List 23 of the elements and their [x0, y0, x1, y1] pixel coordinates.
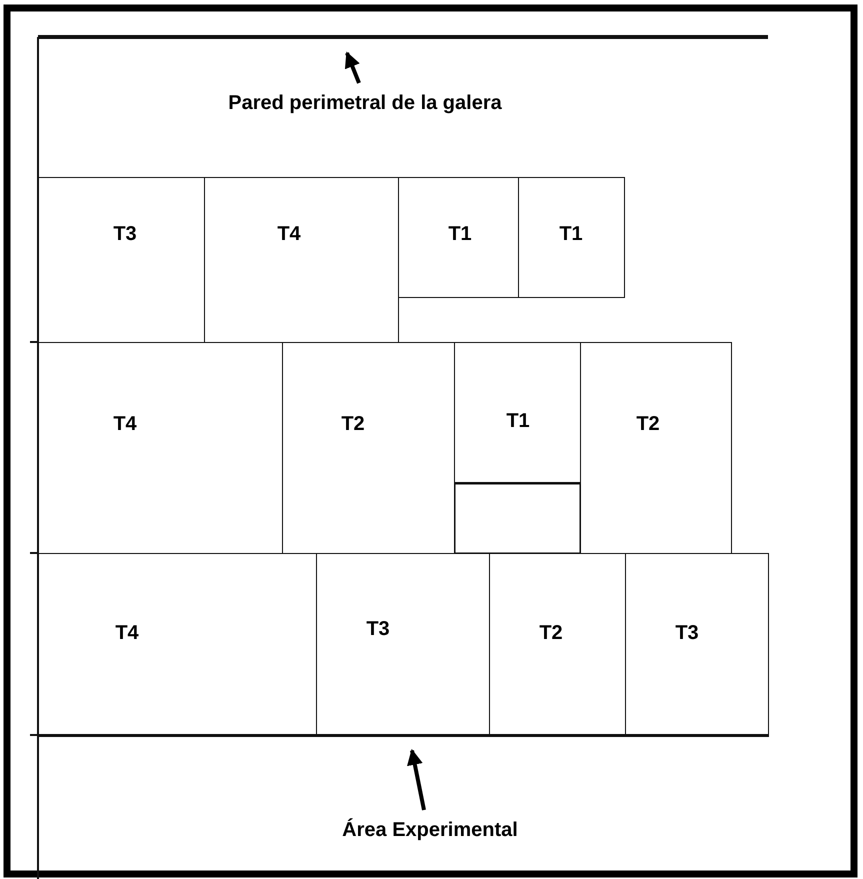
treatment-label: T2	[539, 623, 563, 643]
treatment-label: T3	[113, 224, 137, 244]
treatment-label: T2	[341, 414, 365, 434]
plot-cell	[204, 177, 399, 343]
treatment-label: T4	[113, 414, 137, 434]
treatment-label: T4	[277, 224, 301, 244]
treatment-label: T3	[675, 623, 699, 643]
treatment-label: T1	[448, 224, 472, 244]
leader-arrow	[344, 52, 361, 84]
plot-cell	[518, 177, 625, 298]
area-label: Área Experimental	[342, 820, 518, 840]
plot-boundary-line	[38, 734, 769, 736]
empty-plot-cell	[454, 483, 581, 554]
wall-label: Pared perimetral de la galera	[228, 93, 502, 113]
treatment-label: T1	[506, 411, 530, 431]
leader-arrow	[407, 748, 426, 810]
plot-cell	[580, 342, 732, 554]
treatment-label: T3	[366, 619, 390, 639]
treatment-label: T2	[636, 414, 660, 434]
plot-cell	[454, 342, 581, 483]
plot-cell	[398, 177, 519, 298]
treatment-label: T1	[559, 224, 583, 244]
treatment-label: T4	[115, 623, 139, 643]
